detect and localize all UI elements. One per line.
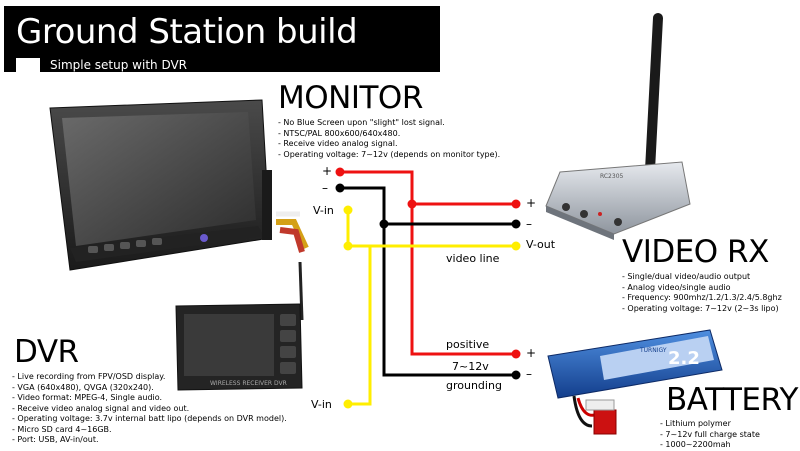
page-subtitle: Simple setup with DVR	[50, 58, 188, 72]
video-rx-device: RC2305	[545, 13, 691, 240]
dvr-vin-label: V-in	[311, 398, 332, 411]
title-banner: Ground Station build Simple setup with D…	[4, 6, 440, 72]
battery-heading: BATTERY	[666, 382, 798, 418]
monitor-device	[49, 99, 309, 271]
battery-device: 2.2 TURNIGY	[547, 329, 723, 435]
monitor-screen	[62, 112, 256, 246]
spec-item: - Single/dual video/audio output	[622, 272, 751, 281]
battery-plus-label: +	[526, 346, 537, 360]
rx-vout-label: V-out	[526, 238, 556, 251]
dvr-device-label: WIRELESS RECEIVER DVR	[210, 380, 287, 387]
positive-wire	[340, 170, 516, 356]
grounding-label: grounding	[446, 379, 502, 392]
spec-item: - Video format: MPEG-4, Single audio.	[12, 393, 163, 402]
ground-wire	[340, 186, 516, 377]
battery-brand-label: TURNIGY	[639, 347, 667, 354]
monitor-plus-label: +	[322, 164, 333, 178]
spec-item: - Analog video/single audio	[622, 282, 731, 292]
monitor-heading: MONITOR	[278, 80, 423, 116]
spec-item: - Port: USB, AV-in/out.	[12, 435, 99, 444]
spec-item: - NTSC/PAL 800x600/640x480.	[278, 128, 401, 138]
spec-item: - Operating voltage: 7~12v (2~3s lipo)	[622, 303, 779, 313]
spec-item: - 1000~2200mah	[660, 440, 731, 449]
subtitle-marker	[16, 58, 40, 72]
rx-minus-label: –	[526, 217, 532, 231]
spec-item: - Operating voltage: 3.7v internal batt …	[12, 414, 287, 423]
monitor-buttons	[88, 234, 208, 253]
page-title: Ground Station build	[16, 12, 358, 52]
video-rx-specs-list: - Single/dual video/audio output- Analog…	[622, 272, 782, 314]
dvr-buttons	[280, 314, 296, 374]
spec-item: - Operating voltage: 7~12v (depends on m…	[278, 149, 501, 159]
monitor-minus-label: –	[322, 181, 328, 195]
spec-item: - Frequency: 900mhz/1.2/1.3/2.4/5.8ghz	[622, 293, 782, 302]
battery-minus-label: –	[526, 367, 532, 381]
battery-specs-list: - Lithium polymer- 7~12v full charge sta…	[660, 419, 760, 451]
rx-device-label: RC2305	[600, 173, 624, 180]
video-rx-heading: VIDEO RX	[622, 234, 769, 270]
dvr-device: WIRELESS RECEIVER DVR	[175, 261, 304, 391]
spec-item: - Receive video analog signal.	[278, 139, 398, 148]
rx-plus-label: +	[526, 196, 537, 210]
spec-item: - Receive video analog signal and video …	[12, 403, 190, 413]
dvr-specs-list: - Live recording from FPV/OSD display.- …	[12, 372, 287, 446]
monitor-vin-label: V-in	[313, 204, 334, 217]
dvr-heading: DVR	[14, 334, 79, 370]
voltage-label: 7~12v	[452, 360, 489, 373]
positive-label: positive	[446, 338, 490, 351]
spec-item: - Micro SD card 4~16GB.	[12, 424, 112, 434]
spec-item: - Lithium polymer	[660, 419, 731, 428]
connection-dots	[335, 167, 521, 409]
battery-capacity-label: 2.2	[668, 348, 700, 369]
video-line-label: video line	[446, 252, 500, 265]
spec-item: - No Blue Screen upon "slight" lost sign…	[278, 118, 445, 127]
spec-item: - Live recording from FPV/OSD display.	[12, 372, 166, 381]
spec-item: - 7~12v full charge state	[660, 429, 760, 439]
monitor-specs-list: - No Blue Screen upon "slight" lost sign…	[278, 118, 500, 160]
spec-item: - VGA (640x480), QVGA (320x240).	[12, 382, 154, 392]
